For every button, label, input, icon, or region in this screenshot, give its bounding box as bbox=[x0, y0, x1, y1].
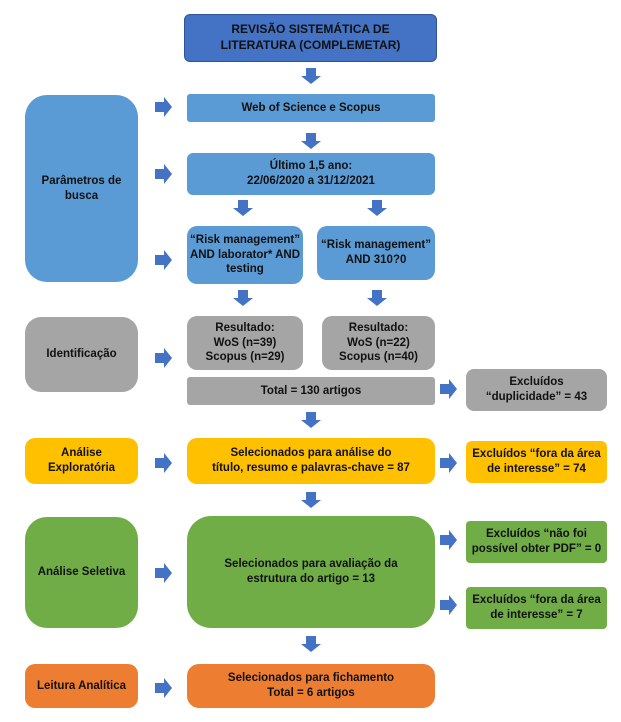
result-2-box: Resultado: WoS (n=22) Scopus (n=40) bbox=[322, 316, 435, 370]
stage-identificacao: Identificação bbox=[25, 317, 138, 392]
arrow-down-icon bbox=[301, 412, 321, 428]
stage-analise-exploratoria: Análise Exploratória bbox=[25, 438, 138, 484]
arrow-down-icon bbox=[301, 68, 321, 84]
stage-parametros-busca: Parâmetros de busca bbox=[25, 95, 138, 282]
selective-excluded-pdf-box: Excluídos “não foi possível obter PDF” =… bbox=[466, 521, 607, 563]
databases-box: Web of Science e Scopus bbox=[187, 94, 435, 122]
arrow-right-icon bbox=[155, 250, 172, 270]
arrow-down-icon bbox=[367, 200, 387, 216]
arrow-right-icon bbox=[440, 453, 457, 473]
selective-excluded-area-box: Excluídos “fora da área de interesse” = … bbox=[466, 587, 607, 629]
arrow-right-icon bbox=[155, 678, 172, 698]
arrow-right-icon bbox=[155, 563, 172, 583]
result-1-box: Resultado: WoS (n=39) Scopus (n=29) bbox=[187, 316, 303, 370]
excluded-duplicates-box: Excluídos “duplicidade” = 43 bbox=[466, 369, 607, 411]
arrow-down-icon bbox=[233, 200, 253, 216]
arrow-right-icon bbox=[440, 379, 457, 399]
exploratory-excluded-box: Excluídos “fora da área de interesse” = … bbox=[466, 441, 607, 483]
arrow-right-icon bbox=[155, 453, 172, 473]
query-1-box: “Risk management” AND laborator* AND tes… bbox=[187, 226, 303, 284]
arrow-down-icon bbox=[301, 636, 321, 652]
analytic-selected-box: Selecionados para fichamento Total = 6 a… bbox=[187, 664, 435, 708]
arrow-right-icon bbox=[440, 595, 457, 615]
diagram-title: REVISÃO SISTEMÁTICA DE LITERATURA (COMPL… bbox=[184, 14, 437, 62]
selective-selected-box: Selecionados para avaliação da estrutura… bbox=[187, 516, 435, 628]
period-box: Último 1,5 ano: 22/06/2020 a 31/12/2021 bbox=[187, 153, 435, 195]
arrow-down-icon bbox=[301, 133, 321, 149]
arrow-right-icon bbox=[155, 164, 172, 184]
arrow-down-icon bbox=[367, 290, 387, 306]
arrow-right-icon bbox=[155, 348, 172, 368]
query-2-box: “Risk management” AND 310?0 bbox=[317, 226, 435, 280]
exploratory-selected-box: Selecionados para análise do título, res… bbox=[187, 438, 435, 484]
total-box: Total = 130 artigos bbox=[187, 377, 435, 405]
arrow-down-icon bbox=[301, 492, 321, 508]
arrow-right-icon bbox=[440, 530, 457, 550]
arrow-down-icon bbox=[233, 290, 253, 306]
stage-analise-seletiva: Análise Seletiva bbox=[25, 517, 138, 628]
stage-leitura-analitica: Leitura Analítica bbox=[25, 664, 138, 708]
arrow-right-icon bbox=[155, 97, 172, 117]
